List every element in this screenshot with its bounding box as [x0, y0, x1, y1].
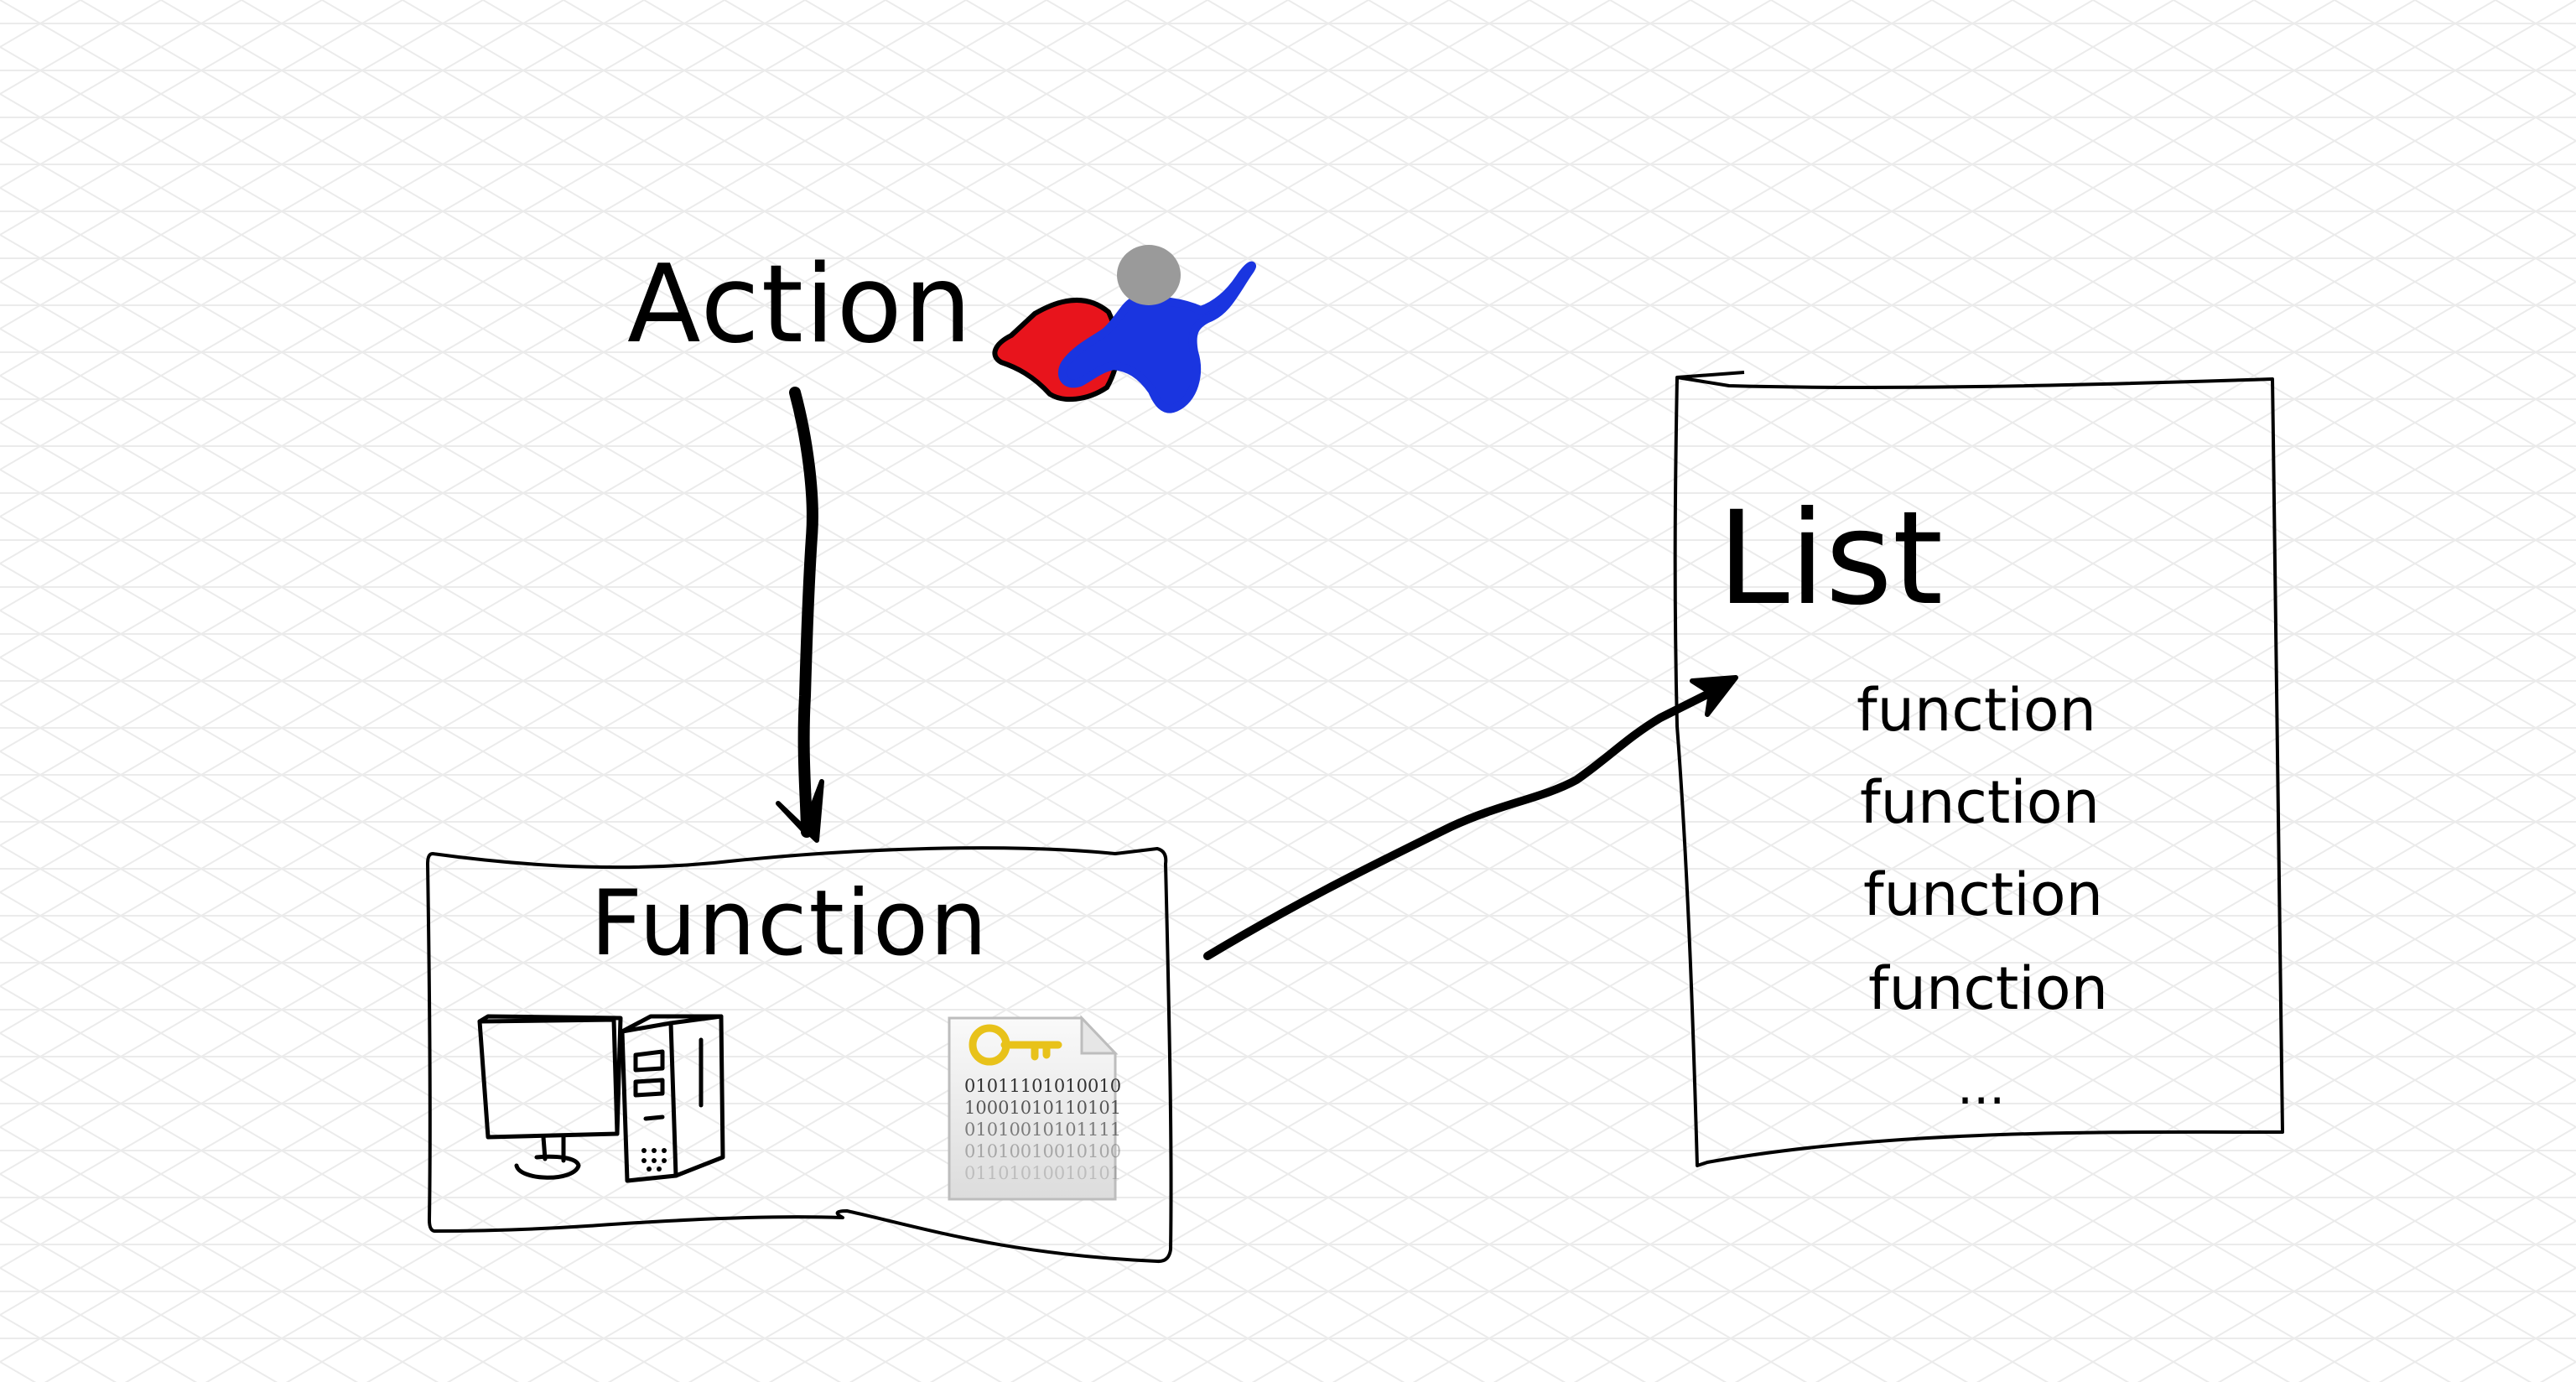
function-label: Function [590, 871, 989, 976]
function-box [426, 846, 1173, 1264]
binary-line: 01010010010100 [964, 1141, 1121, 1161]
golden-key [969, 1024, 1062, 1066]
binary-line: 01011101010010 [964, 1076, 1121, 1096]
binary-line: 01010010101111 [964, 1120, 1121, 1140]
list-item: function [1857, 676, 2096, 745]
monitor-stand [514, 1154, 581, 1180]
action-to-function-arrowhead [776, 779, 824, 843]
list-title: List [1717, 484, 1944, 634]
action-label: Action [627, 242, 974, 367]
binary-line: 01101010010101 [964, 1163, 1121, 1183]
list-item: function [1860, 768, 2100, 837]
function-to-list-arrow [1203, 680, 1732, 960]
list-box [1673, 371, 2284, 1167]
list-item: function [1868, 954, 2108, 1023]
binary-line: 10001010110101 [964, 1098, 1121, 1118]
list-ellipsis: ... [1957, 1057, 2006, 1116]
list-item: function [1863, 860, 2103, 929]
function-to-list-arrowhead [1690, 675, 1738, 717]
action-to-function-arrow [789, 387, 818, 838]
